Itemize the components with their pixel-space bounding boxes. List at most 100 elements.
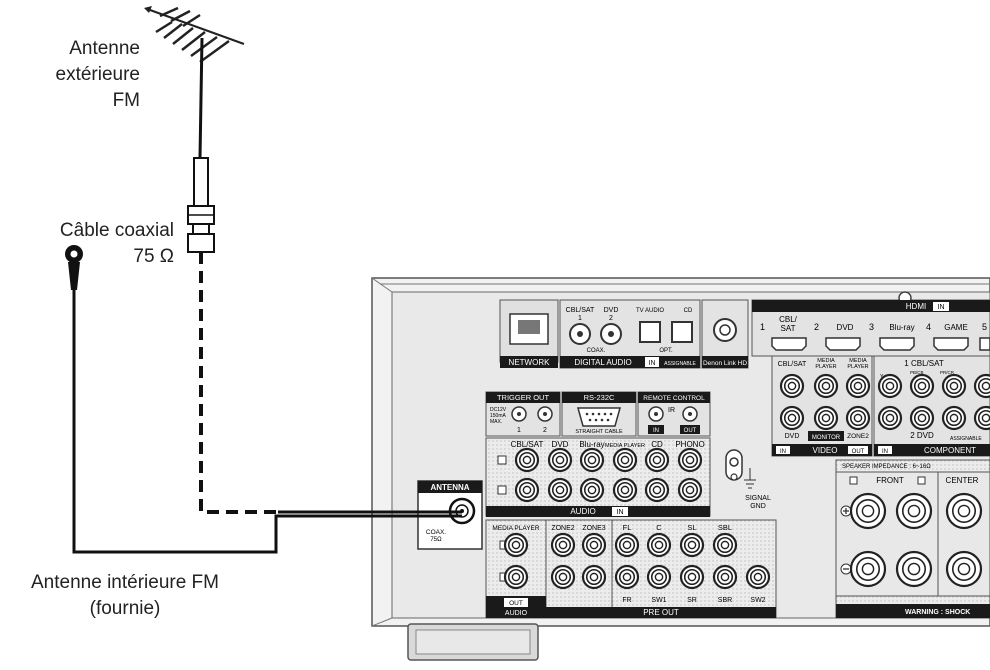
svg-text:SBL: SBL (718, 523, 732, 532)
svg-text:SIGNAL: SIGNAL (745, 495, 771, 502)
svg-text:OUT: OUT (684, 428, 697, 434)
component-jack-top-3[interactable] (941, 373, 967, 399)
pre-out-top-jack-4[interactable] (614, 532, 640, 558)
component-jack-top-2[interactable] (909, 373, 935, 399)
svg-text:SW1: SW1 (651, 597, 666, 604)
coax-in-2-jack[interactable] (600, 323, 622, 345)
network-section: NETWORK (499, 299, 559, 368)
video-jack-bottom-1[interactable] (779, 405, 805, 431)
component-jack-top-4[interactable] (973, 373, 990, 399)
audio-in-l-jack-2[interactable] (547, 447, 573, 473)
svg-text:PLAYER: PLAYER (815, 364, 836, 370)
digital-audio-section: CBL/SAT 1 DVD 2 COAX. TV AUDIO CD OPT. D… (559, 299, 701, 369)
remote-control-section: REMOTE CONTROL IR IN OUT (637, 391, 711, 437)
svg-text:IN: IN (938, 304, 945, 311)
pre-out-bottom-jack-7[interactable] (712, 564, 738, 590)
audio-in-l-jack-1[interactable] (514, 447, 540, 473)
audio-in-label: AUDIO (570, 507, 595, 516)
speaker-terminal-6[interactable] (945, 550, 983, 588)
pre-out-top-jack-3[interactable] (581, 532, 607, 558)
hdmi-section: HDMI IN 1 CBL/ SAT 2 DVD 3 Blu-ray 4 GAM… (751, 291, 990, 357)
audio-in-l-jack-6[interactable] (677, 447, 703, 473)
video-jacks (779, 373, 871, 431)
svg-text:MEDIA PLAYER: MEDIA PLAYER (605, 443, 645, 449)
denon-link-jack[interactable] (713, 318, 737, 342)
hdmi-in-1-port[interactable] (771, 337, 807, 351)
component-jack-bottom-2[interactable] (909, 405, 935, 431)
audio-in-r-jack-1[interactable] (514, 477, 540, 503)
speaker-terminal-3[interactable] (945, 492, 983, 530)
speaker-terminal-4[interactable] (849, 550, 887, 588)
optical-in-2-port[interactable] (671, 321, 693, 343)
svg-text:PB/CB: PB/CB (910, 370, 924, 375)
pre-out-top-jack-5[interactable] (646, 532, 672, 558)
pre-out-bottom-jack-5[interactable] (646, 564, 672, 590)
svg-text:DVD: DVD (552, 440, 569, 449)
svg-text:FL: FL (623, 523, 632, 532)
speaker-section: SPEAKER IMPEDANCE : 6~16Ω FRONT CENTER W… (835, 459, 990, 619)
pre-out-top-jack-6[interactable] (679, 532, 705, 558)
pre-out-bottom-jack-6[interactable] (679, 564, 705, 590)
rs232c-port[interactable] (577, 407, 621, 427)
hdmi-in-2-port[interactable] (825, 337, 861, 351)
remote-out-jack[interactable] (682, 406, 698, 422)
svg-text:ASSIGNABLE: ASSIGNABLE (950, 436, 982, 442)
pre-out-bottom-jack-4[interactable] (614, 564, 640, 590)
video-jack-bottom-2[interactable] (813, 405, 839, 431)
svg-text:RS-232C: RS-232C (584, 393, 615, 402)
audio-in-r-jack-4[interactable] (612, 477, 638, 503)
remote-in-jack[interactable] (648, 406, 664, 422)
pre-out-bottom-jack-3[interactable] (581, 564, 607, 590)
audio-in-r-jack-5[interactable] (644, 477, 670, 503)
audio-in-l-jack-4[interactable] (612, 447, 638, 473)
pre-out-top-jack-1[interactable] (503, 532, 529, 558)
video-jack-top-1[interactable] (779, 373, 805, 399)
svg-text:OPT.: OPT. (659, 348, 673, 354)
svg-text:SR: SR (687, 597, 697, 604)
svg-text:SL: SL (687, 523, 696, 532)
svg-text:CBL/: CBL/ (779, 315, 798, 324)
denon-link-label: Denon Link HD (703, 360, 747, 367)
audio-in-l-jack-5[interactable] (644, 447, 670, 473)
optical-in-1-port[interactable] (639, 321, 661, 343)
speaker-terminal-1[interactable] (849, 492, 887, 530)
audio-in-r-jack-6[interactable] (677, 477, 703, 503)
pre-out-bottom-jack-2[interactable] (550, 564, 576, 590)
pre-out-top-jack-7[interactable] (712, 532, 738, 558)
svg-text:IN: IN (649, 360, 656, 367)
component-jack-top-1[interactable] (877, 373, 903, 399)
speaker-terminal-5[interactable] (895, 550, 933, 588)
trigger-out-2-jack[interactable] (537, 406, 553, 422)
video-jack-top-2[interactable] (813, 373, 839, 399)
hdmi-in-5-port[interactable] (979, 337, 990, 351)
svg-text:C: C (656, 523, 662, 532)
svg-text:REMOTE CONTROL: REMOTE CONTROL (643, 395, 705, 402)
indoor-antenna-tip (65, 245, 83, 290)
signal-gnd-terminal[interactable] (729, 457, 739, 467)
speaker-terminal-2[interactable] (895, 492, 933, 530)
hdmi-in-3-port[interactable] (879, 337, 915, 351)
video-label: VIDEO (813, 446, 838, 455)
video-jack-top-3[interactable] (845, 373, 871, 399)
audio-in-r-jack-3[interactable] (579, 477, 605, 503)
svg-text:ZONE2: ZONE2 (847, 433, 869, 440)
trigger-out-1-jack[interactable] (511, 406, 527, 422)
pre-out-bottom-jack-8[interactable] (745, 564, 771, 590)
component-jack-bottom-3[interactable] (941, 405, 967, 431)
audio-in-r-jack-2[interactable] (547, 477, 573, 503)
hdmi-in-4-port[interactable] (933, 337, 969, 351)
pre-out-bottom-jack-1[interactable] (503, 564, 529, 590)
coax-in-1-jack[interactable] (569, 323, 591, 345)
video-jack-bottom-3[interactable] (845, 405, 871, 431)
svg-text:DC12V: DC12V (490, 407, 507, 413)
svg-text:4: 4 (926, 322, 931, 332)
svg-text:ASSIGNABLE: ASSIGNABLE (664, 361, 696, 367)
component-jack-bottom-1[interactable] (877, 405, 903, 431)
audio-in-l-jack-3[interactable] (579, 447, 605, 473)
pre-out-top-jack-2[interactable] (550, 532, 576, 558)
svg-text:1: 1 (760, 322, 765, 332)
svg-text:TRIGGER OUT: TRIGGER OUT (497, 393, 550, 402)
svg-text:PLAYER: PLAYER (847, 364, 868, 370)
component-jack-bottom-4[interactable] (973, 405, 990, 431)
svg-text:1 CBL/SAT: 1 CBL/SAT (904, 359, 944, 368)
